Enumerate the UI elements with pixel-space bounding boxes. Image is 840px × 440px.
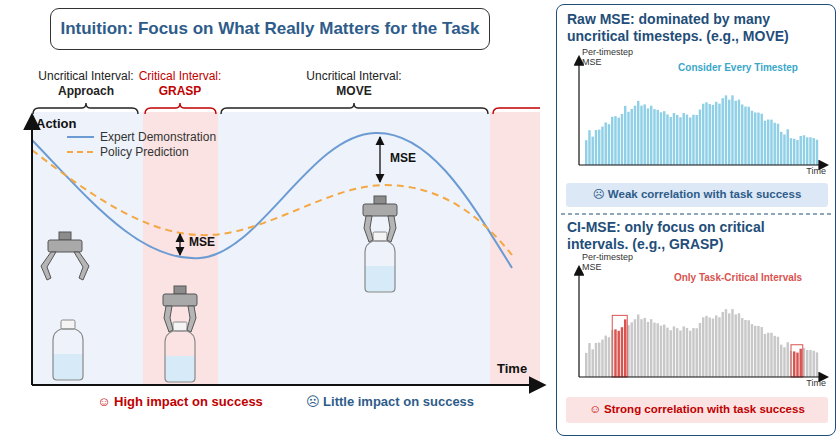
bar-y-axis [578,57,579,165]
impact-note: ☺ High impact on success [97,395,263,410]
interval-name: Approach [58,85,114,99]
result-text: ☺ Strong correlation with task success [589,403,805,417]
mse-label: MSE [187,236,217,250]
axis-label: Action [36,117,76,132]
title-box: Intuition: Focus on What Really Matters … [50,8,490,50]
legend-sample [66,132,96,142]
critical-frame [612,315,627,377]
legend-sample [66,147,96,157]
chart-note: Only Task-Critical Intervals [674,272,802,284]
result-box: ☹ Weak correlation with task success [566,183,828,207]
expert-curve [32,133,512,268]
critical-frame [791,345,803,377]
separator [561,213,831,214]
mse-bars [585,95,818,165]
gripper [363,196,397,242]
interval-name: MOVE [336,85,371,99]
axis-label: Time [806,378,826,388]
interval-label: Uncritical Interval: [306,70,401,84]
panel-heading: CI-MSE: only focus on critical intervals… [567,219,825,253]
axis-label: Time [806,166,826,176]
bar-x-axis [579,376,827,377]
legend-text: Policy Prediction [100,145,189,159]
gripper [41,232,89,280]
policy-curve [32,150,512,255]
mse-label: MSE [388,152,418,166]
interval-label: Uncritical Interval: [38,70,133,84]
bar-y-axis [578,267,579,377]
critical-band [490,112,540,385]
interval-name: GRASP [159,85,202,99]
result-text: ☹ Weak correlation with task success [593,188,802,202]
axis-label: Per-timestep MSE [582,47,646,68]
ci-mse-bars [585,309,818,377]
interval-label: Critical Interval: [139,70,222,84]
mse-arrow [179,234,180,255]
mse-arrow [379,137,380,182]
x-axis [32,384,543,386]
y-axis [31,116,33,385]
title-text: Intuition: Focus on What Really Matters … [60,19,479,39]
legend-item: Expert Demonstration [66,130,216,144]
axis-label: Per-timestep MSE [582,252,646,273]
chart-ground [32,112,540,385]
interval-brackets [33,103,540,114]
bar-x-axis [579,164,827,165]
legend-text: Expert Demonstration [100,130,216,144]
gripper [163,286,197,332]
chart-note: Consider Every Timestep [678,62,798,74]
axis-label: Time [497,362,527,377]
legend-item: Policy Prediction [66,145,189,159]
panel-heading: Raw MSE: dominated by many uncritical ti… [567,11,825,45]
bottle [53,320,83,380]
result-box: ☺ Strong correlation with task success [566,397,828,423]
impact-note: ☹ Little impact on success [306,395,474,410]
